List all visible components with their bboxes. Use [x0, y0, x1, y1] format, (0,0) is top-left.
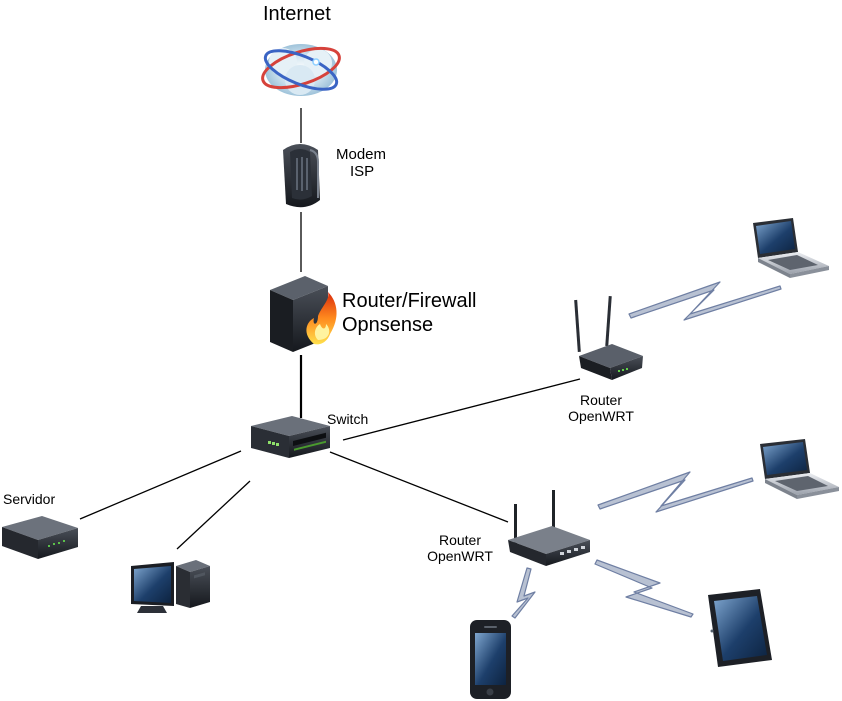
router-bottom-label-line1: Router — [438, 532, 482, 548]
firewall-icon — [270, 276, 337, 352]
firewall-label-line1: Router/Firewall — [342, 290, 477, 312]
router-top-label: Router OpenWRT — [556, 392, 646, 424]
wired-links — [79, 108, 581, 550]
desktop-computer-icon — [131, 560, 210, 613]
smartphone-icon — [470, 620, 511, 699]
modem-label-line2: ISP — [350, 163, 375, 181]
switch-label: Switch — [327, 411, 369, 427]
link-switch-desktop — [176, 480, 251, 550]
network-switch-icon — [251, 416, 330, 458]
wireless-bolt-phone — [511, 567, 536, 619]
internet-label: Internet — [263, 3, 331, 25]
link-switch-router-bottom — [329, 451, 509, 523]
wifi-router-icon — [574, 295, 643, 380]
router-top-label-line1: Router — [579, 392, 623, 408]
modem-icon — [283, 144, 320, 208]
link-switch-server — [79, 450, 242, 520]
router-bottom-label-line2: OpenWRT — [427, 548, 493, 565]
modem-label-line1: Modem — [336, 146, 387, 163]
router-top-label-line2: OpenWRT — [568, 408, 634, 425]
tablet-icon — [708, 589, 772, 667]
router-bottom-label: Router OpenWRT — [415, 532, 505, 564]
firewall-label-line2: Opnsense — [342, 314, 434, 336]
laptop-icon — [753, 218, 829, 278]
firewall-label: Router/Firewall Opnsense — [342, 290, 476, 337]
wireless-bolt-tablet — [594, 559, 694, 618]
wireless-bolt-top-laptop — [628, 281, 782, 321]
wireless-bolt-bottom-laptop — [597, 471, 754, 513]
wireless-links — [511, 281, 782, 619]
laptop-icon — [760, 439, 839, 499]
server-label: Servidor — [3, 491, 56, 507]
modem-label: Modem ISP — [336, 146, 396, 181]
server-box-icon — [2, 516, 78, 559]
wifi-router-icon — [508, 490, 590, 566]
link-switch-router-top — [342, 378, 581, 441]
globe-cloud-icon — [261, 44, 341, 96]
